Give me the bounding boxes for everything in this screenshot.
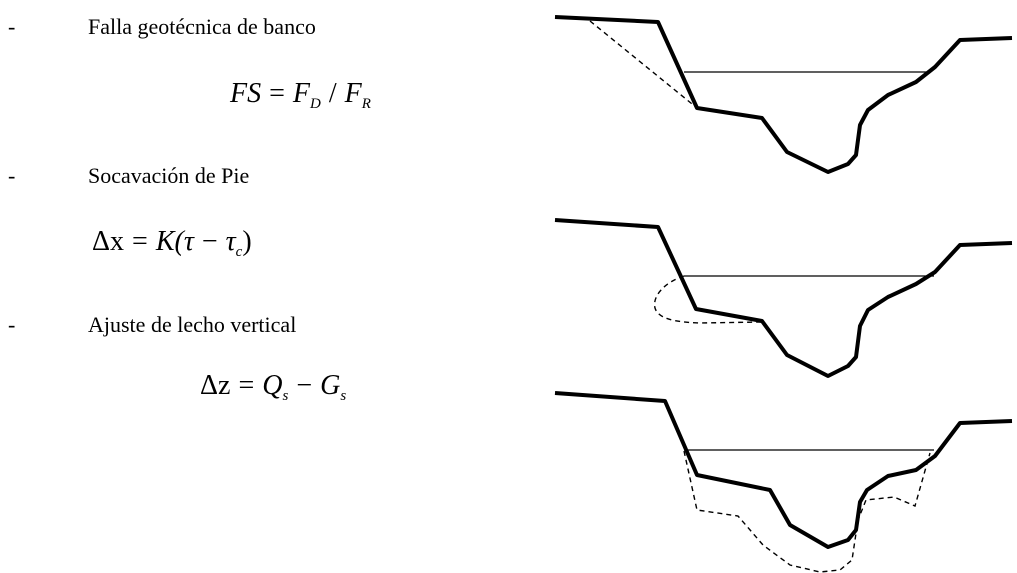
failure-plane-dashed: [589, 20, 698, 109]
eq2-minus: −: [201, 226, 218, 257]
eq1-equals: =: [269, 78, 285, 109]
label-bed-adjustment: Ajuste de lecho vertical: [88, 312, 297, 337]
cross-section-bank-failure: [554, 15, 1013, 174]
eq1-fd-sub: D: [310, 96, 321, 112]
eq3-equals: =: [238, 370, 255, 401]
bullet-dash-1: -: [8, 14, 16, 39]
equation-bank-failure: FS=FD/FR: [230, 80, 371, 112]
lowered-bed-dashed: [683, 450, 931, 573]
eq3-minus: −: [296, 370, 313, 401]
label-bank-failure: Falla geotécnica de banco: [88, 14, 316, 39]
eq3-q-sub: s: [282, 388, 289, 404]
eq3-g-sub: s: [340, 388, 347, 404]
bank-profile-3: [554, 391, 1013, 549]
eq2-k-tau: K(τ: [155, 226, 194, 257]
bank-profile-2: [554, 218, 1013, 378]
eq2-tau: τ: [225, 226, 236, 257]
bullet-dash-3: -: [8, 312, 16, 337]
equation-bed-adjustment: Δz=Qs−Gs: [200, 372, 346, 404]
eq3-lhs: Δz: [200, 370, 231, 401]
cross-section-bed-adjustment: [554, 391, 1013, 573]
undercut-dashed: [653, 275, 763, 324]
equation-toe-erosion: Δx=K(τ−τc): [92, 228, 252, 260]
eq2-lhs: Δx: [92, 226, 125, 257]
cross-section-toe-erosion: [554, 218, 1013, 378]
eq1-lhs: FS: [230, 78, 262, 109]
label-toe-erosion: Socavación de Pie: [88, 163, 250, 188]
eq1-fr-sub: R: [361, 96, 371, 112]
bank-profile-1: [554, 15, 1013, 174]
eq3-q: Q: [262, 370, 283, 401]
bullet-dash-2: -: [8, 163, 16, 188]
eq2-tau-sub: c: [235, 244, 243, 260]
eq2-equals: =: [132, 226, 148, 257]
eq3-g: G: [320, 370, 341, 401]
eq1-divide: /: [328, 78, 337, 109]
eq1-fr: F: [344, 78, 362, 109]
eq2-close: ): [242, 226, 252, 257]
eq1-fd: F: [292, 78, 311, 109]
